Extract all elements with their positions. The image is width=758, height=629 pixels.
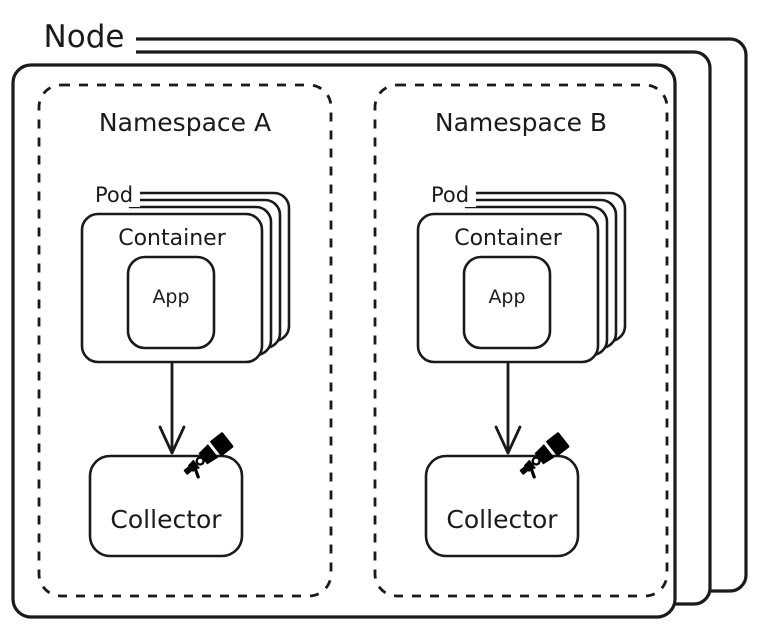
- namespace-a-group: Namespace A Container App Pod: [37, 83, 333, 598]
- namespace-a-collector-box[interactable]: [88, 454, 244, 558]
- node-label-backdrop: [34, 14, 136, 56]
- namespace-b-arrow: [494, 362, 522, 455]
- namespace-b-collector-box[interactable]: [424, 454, 580, 558]
- namespace-b-pod-label-backdrop: [428, 181, 476, 207]
- namespace-a-container-label: Container: [118, 226, 226, 251]
- namespace-a-arrow-head: [158, 425, 186, 455]
- namespace-a-app-box[interactable]: [126, 255, 216, 350]
- namespace-a-app-label: App: [152, 286, 189, 308]
- namespace-a-pod-label-backdrop: [92, 181, 140, 207]
- namespace-b-pod-label: Pod: [431, 183, 469, 207]
- namespace-b-arrow-head: [494, 425, 522, 455]
- namespace-b-container-label: Container: [454, 226, 562, 251]
- node-label: Node: [44, 19, 125, 55]
- namespace-a-collector-label: Collector: [110, 505, 222, 534]
- namespace-b-app-box[interactable]: [462, 255, 552, 350]
- namespace-b-collector-label: Collector: [446, 505, 558, 534]
- namespace-b-app-label: App: [488, 286, 525, 308]
- namespace-a-arrow: [158, 362, 186, 455]
- namespace-a-pod-label: Pod: [95, 183, 133, 207]
- telescope-icon: [183, 432, 234, 479]
- namespace-b-label: Namespace B: [435, 108, 607, 137]
- namespace-a-label: Namespace A: [99, 108, 271, 137]
- telescope-icon: [519, 432, 570, 479]
- namespace-b-group: Namespace B Container App Pod: [373, 83, 669, 598]
